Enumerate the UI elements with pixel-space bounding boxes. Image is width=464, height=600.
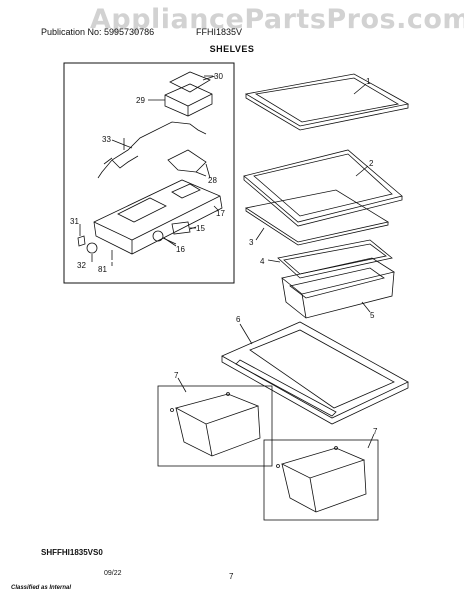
- bin-part-7b: [263, 439, 379, 521]
- bracket-part: [167, 149, 207, 173]
- callout-labels: 30 29 33 28 17 15 16 31 32 81 1 2 3 4 5 …: [70, 72, 378, 436]
- cover-part-4: [277, 239, 393, 279]
- publication-number: Publication No: 5995730786: [41, 27, 155, 37]
- callout-4: 4: [260, 257, 265, 266]
- shelf-part-6: [221, 321, 409, 425]
- callout-3: 3: [249, 238, 254, 247]
- footer-date: 09/22: [104, 570, 122, 577]
- callout-15: 15: [196, 224, 205, 233]
- section-title: SHELVES: [209, 44, 255, 54]
- callout-81: 81: [98, 265, 107, 274]
- shelf-rail: [235, 359, 337, 417]
- callout-29: 29: [136, 96, 145, 105]
- callout-7b: 7: [373, 427, 378, 436]
- glass-part-3: [244, 189, 390, 243]
- bin-part-7a: [157, 385, 273, 467]
- callout-16: 16: [176, 245, 185, 254]
- light-housing-part: [148, 71, 216, 117]
- lamp-socket-part: [152, 230, 164, 242]
- wire-harness-part: [97, 121, 207, 179]
- lamp-part: [171, 221, 191, 235]
- callout-5: 5: [370, 311, 375, 320]
- callout-17: 17: [216, 209, 225, 218]
- callout-31: 31: [70, 217, 79, 226]
- callout-1: 1: [366, 77, 371, 86]
- callout-2: 2: [369, 159, 374, 168]
- callout-30: 30: [214, 72, 223, 81]
- part-32: [86, 242, 98, 254]
- callout-7a: 7: [174, 371, 179, 380]
- shelf-part-2: [243, 149, 403, 227]
- shelf-part-1: [244, 73, 410, 131]
- model-code: SHFFHI1835VS0: [41, 548, 103, 557]
- callout-32: 32: [77, 261, 86, 270]
- drawer-part-5: [281, 257, 396, 319]
- part-31: [77, 235, 86, 247]
- callout-28: 28: [208, 176, 217, 185]
- watermark-text: AppliancePartsPros.com: [90, 4, 464, 35]
- header-model: FFHI1835V: [196, 27, 243, 37]
- classification-label: Classified as Internal: [11, 585, 72, 591]
- control-housing-part: [93, 179, 223, 255]
- callout-33: 33: [102, 135, 111, 144]
- inset-box: [63, 62, 235, 284]
- page-number: 7: [229, 572, 234, 581]
- callout-6: 6: [236, 315, 241, 324]
